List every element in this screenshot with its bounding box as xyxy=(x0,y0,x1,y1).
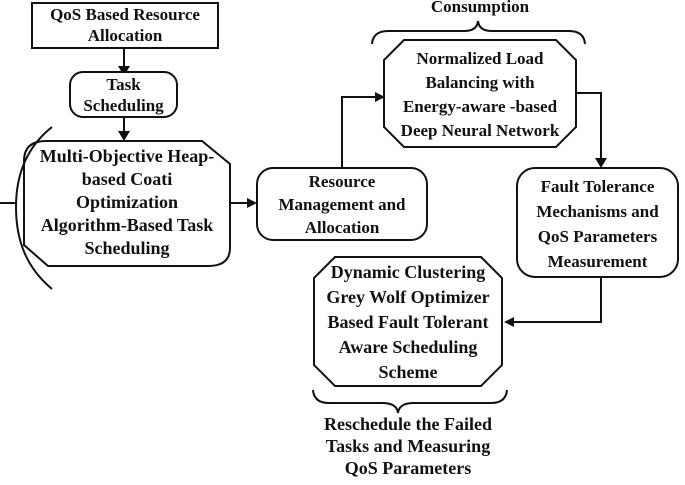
box-line: Fault Tolerance xyxy=(540,177,655,196)
box-line: Management and xyxy=(278,195,406,214)
normalized-box-shape xyxy=(383,39,577,148)
box-line: Measurement xyxy=(547,252,648,271)
box-line: Balancing with xyxy=(425,73,535,92)
resource-box-shape xyxy=(256,167,428,241)
box-line: Energy-aware -based xyxy=(402,97,558,116)
box-line: Scheduling xyxy=(83,96,164,115)
resource-management-box: Resource Management and Allocation xyxy=(257,170,427,239)
task-box-shape xyxy=(69,71,178,118)
box-line: QoS Based Resource xyxy=(50,5,200,24)
box-line: Algorithm-Based Task xyxy=(40,215,214,235)
annotation-line: QoS Parameters xyxy=(344,458,472,478)
arrowhead-left-dynamic-icon xyxy=(504,317,514,327)
box-line: Optimization xyxy=(76,192,178,212)
fault-tolerance-box: Fault Tolerance Mechanisms and QoS Param… xyxy=(517,174,678,274)
box-line: Scheduling xyxy=(84,238,170,258)
fault-box-shape xyxy=(516,167,679,278)
arrowhead-right-resource-icon xyxy=(247,198,257,208)
multi-box-shape xyxy=(23,140,231,267)
annotation-line: Tasks and Measuring xyxy=(325,436,491,456)
arrowhead-down-multi-icon xyxy=(118,131,130,141)
arrow-line-resource-to-normalized xyxy=(341,96,376,168)
dynamic-box-shape xyxy=(313,256,503,387)
node-shapes xyxy=(23,2,679,387)
annotation-line: Consumption xyxy=(430,0,530,16)
box-line: Normalized Load xyxy=(416,49,544,68)
reschedule-failed-tasks-label: Reschedule the Failed Tasks and Measurin… xyxy=(298,413,518,479)
left-parenthesis-annotation xyxy=(14,126,53,290)
dynamic-clustering-box: Dynamic Clustering Grey Wolf Optimizer B… xyxy=(313,260,503,385)
box-line: Scheme xyxy=(378,362,438,382)
box-line: Grey Wolf Optimizer xyxy=(326,287,490,307)
annotation-line: Reschedule the Failed xyxy=(324,414,492,434)
box-line: based Coati xyxy=(81,169,173,189)
arrowheads xyxy=(118,66,607,327)
box-line: Resource xyxy=(308,172,376,191)
box-line: Allocation xyxy=(87,26,163,45)
box-line: Aware Scheduling xyxy=(338,337,478,357)
consumption-label: Consumption xyxy=(383,0,577,17)
box-line: Based Fault Tolerant xyxy=(327,312,489,332)
box-line: Mechanisms and xyxy=(536,202,659,221)
box-line: Allocation xyxy=(304,218,380,237)
box-line: Dynamic Clustering xyxy=(330,262,486,282)
qos-box-shape xyxy=(31,2,219,49)
arrowhead-down-fault-icon xyxy=(595,158,607,168)
arrowhead-right-normalized-icon xyxy=(375,92,385,102)
qos-resource-allocation-box: QoS Based Resource Allocation xyxy=(32,4,218,46)
multi-objective-coati-box: Multi-Objective Heap- based Coati Optimi… xyxy=(24,145,230,260)
arrow-line-normalized-to-fault xyxy=(577,92,602,159)
brace-annotations xyxy=(14,20,586,414)
box-line: Multi-Objective Heap- xyxy=(39,146,215,166)
under-brace-reschedule xyxy=(312,389,508,414)
box-line: Task xyxy=(106,75,141,94)
box-line: Deep Neural Network xyxy=(400,121,560,140)
normalized-load-balancing-box: Normalized Load Balancing with Energy-aw… xyxy=(383,47,577,143)
arrow-line-fault-to-dynamic xyxy=(513,277,602,323)
task-scheduling-box: Task Scheduling xyxy=(70,74,177,116)
connector-lines xyxy=(0,48,602,323)
box-line: QoS Parameters xyxy=(537,227,658,246)
over-brace-consumption xyxy=(371,20,586,45)
